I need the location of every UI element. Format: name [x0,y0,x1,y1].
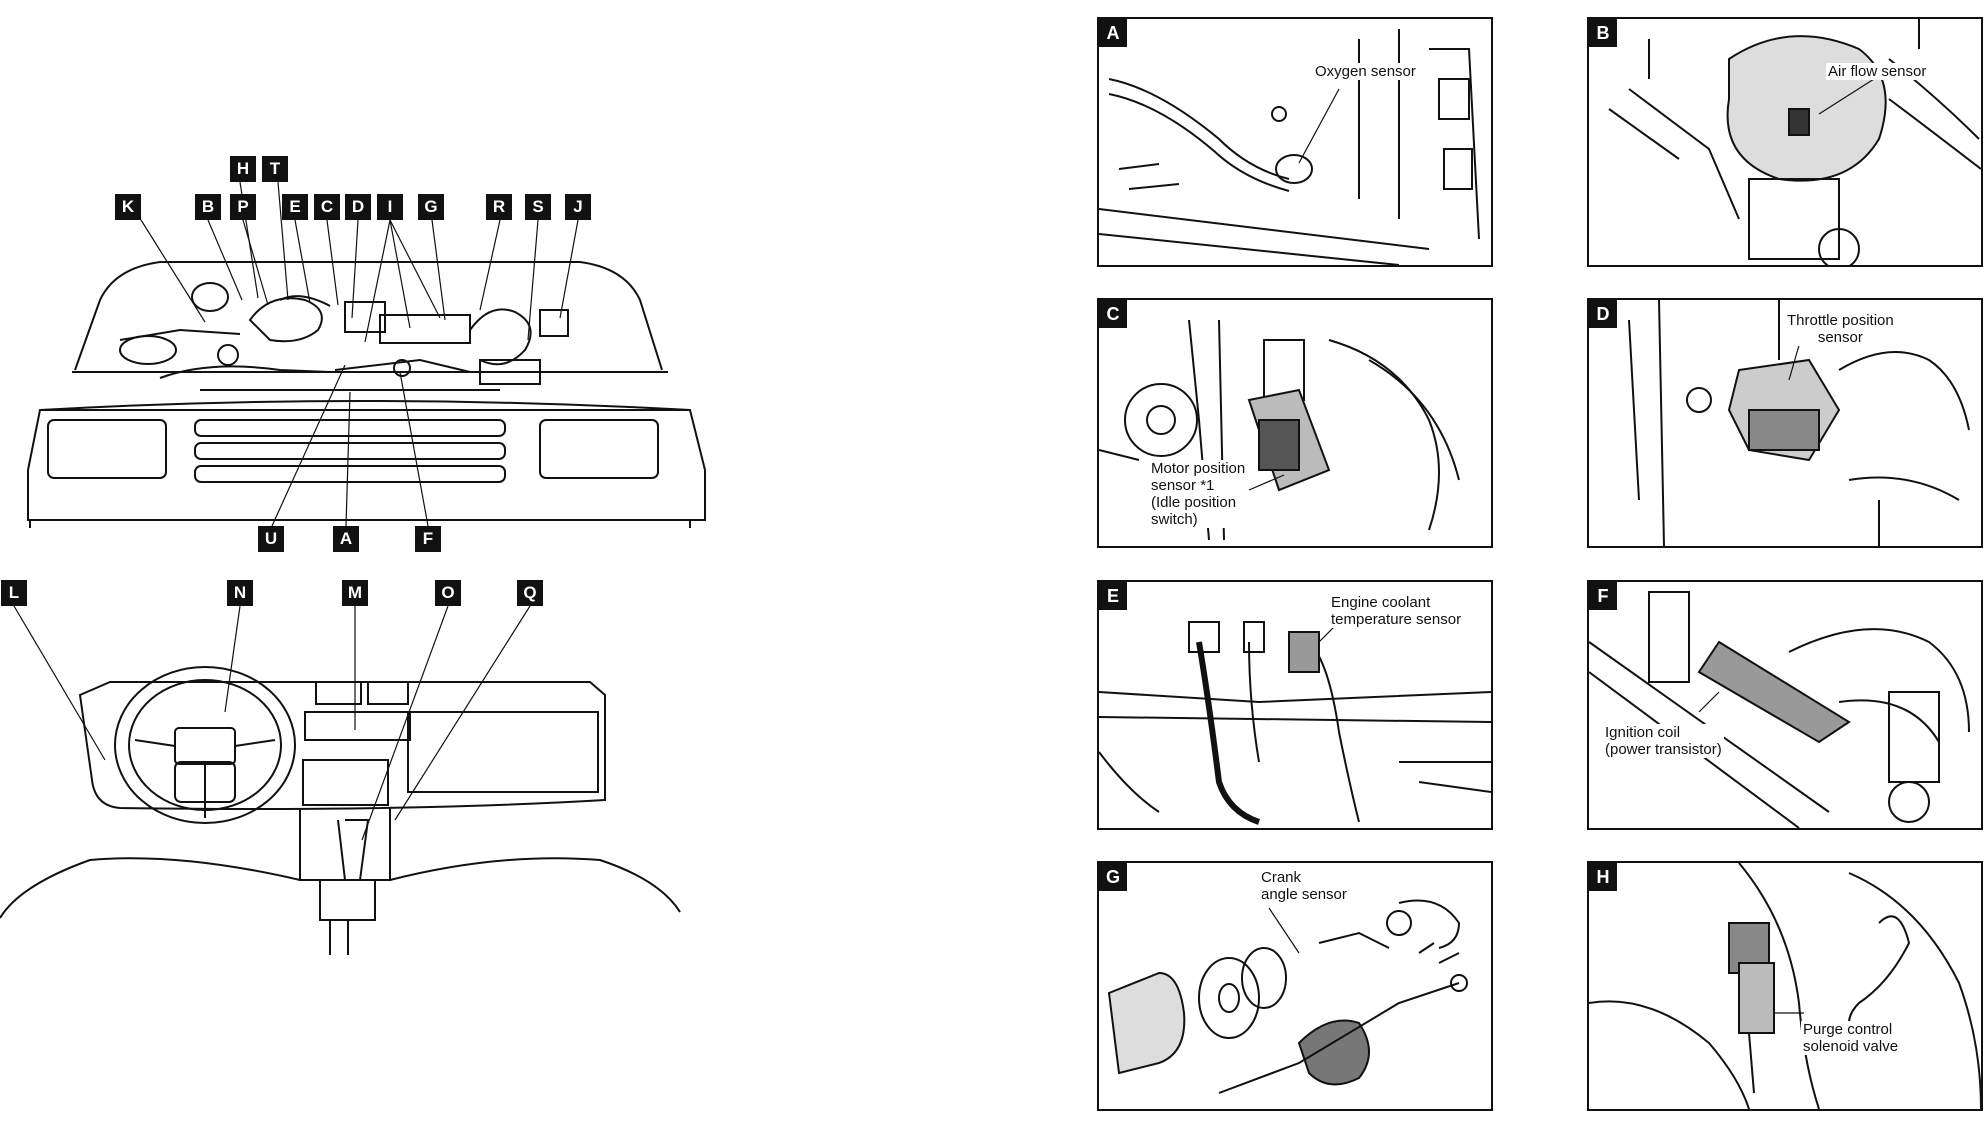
marker-m: M [342,580,368,606]
marker-s: S [525,194,551,220]
marker-r: R [486,194,512,220]
throttle-position-sensor-illustration [1628,300,1970,546]
panel-c-tag: C [1099,300,1127,328]
marker-t: T [262,156,288,182]
panel-f-caption: Ignition coil (power transistor) [1603,724,1724,758]
panel-a-tag: A [1099,19,1127,47]
marker-d: D [345,194,371,220]
oxygen-sensor-illustration [1099,29,1480,265]
marker-e: E [282,194,308,220]
panel-b-caption: Air flow sensor [1826,63,1929,80]
air-flow-sensor-illustration [1608,19,1981,265]
marker-u: U [258,526,284,552]
marker-c: C [314,194,340,220]
marker-h: H [230,156,256,182]
panel-f-tag: F [1589,582,1617,610]
panel-h-purge-control-solenoid-valve: H Purge control solenoid valve [1587,861,1983,1111]
marker-g: G [418,194,444,220]
grille-bar-1 [194,419,506,437]
panel-h-caption: Purge control solenoid valve [1801,1021,1901,1055]
dashboard-outline [78,681,606,810]
panel-c-caption: Motor position sensor *1 (Idle position … [1149,460,1248,528]
panel-d-tag: D [1589,300,1617,328]
grille-bar-3 [194,465,506,483]
panel-h-tag: H [1589,863,1617,891]
hood-outline [74,261,663,371]
panel-a-caption: Oxygen sensor [1313,63,1418,80]
marker-j: J [565,194,591,220]
marker-q: Q [517,580,543,606]
panel-d-caption: Throttle position sensor [1785,312,1896,346]
panel-b-air-flow-sensor: B Air flow sensor [1587,17,1983,267]
panel-b-tag: B [1589,19,1617,47]
steering-wheel [114,666,296,824]
motor-position-sensor-illustration [1099,319,1460,541]
ignition-coil-illustration [1589,591,1970,828]
purge-solenoid-valve-illustration [1589,863,1981,1109]
marker-f: F [415,526,441,552]
marker-p: P [230,194,256,220]
grille-bar-2 [194,442,506,460]
marker-n: N [227,580,253,606]
marker-k: K [115,194,141,220]
panel-g-caption: Crank angle sensor [1259,869,1349,903]
marker-b: B [195,194,221,220]
right-headlight [539,419,659,479]
marker-l: L [1,580,27,606]
marker-o: O [435,580,461,606]
panel-e-tag: E [1099,582,1127,610]
panel-c-motor-position-sensor: C Motor position sensor *1 (Idle positio… [1097,298,1493,548]
left-headlight [47,419,167,479]
engine-coolant-sensor-illustration [1099,621,1491,825]
panel-d-throttle-position-sensor: D Throttle position sensor [1587,298,1983,548]
marker-a: A [333,526,359,552]
panel-g-tag: G [1099,863,1127,891]
panel-g-crank-angle-sensor: G Crank angle sensor [1097,861,1493,1111]
panel-f-ignition-coil: F Ignition coil (power transistor) [1587,580,1983,830]
panel-e-caption: Engine coolant temperature sensor [1329,594,1464,628]
marker-i: I [377,194,403,220]
panel-e-engine-coolant-temperature-sensor: E Engine coolant temperature sensor [1097,580,1493,830]
panel-a-oxygen-sensor: A Oxygen sensor [1097,17,1493,267]
crank-angle-sensor-illustration [1107,899,1468,1094]
